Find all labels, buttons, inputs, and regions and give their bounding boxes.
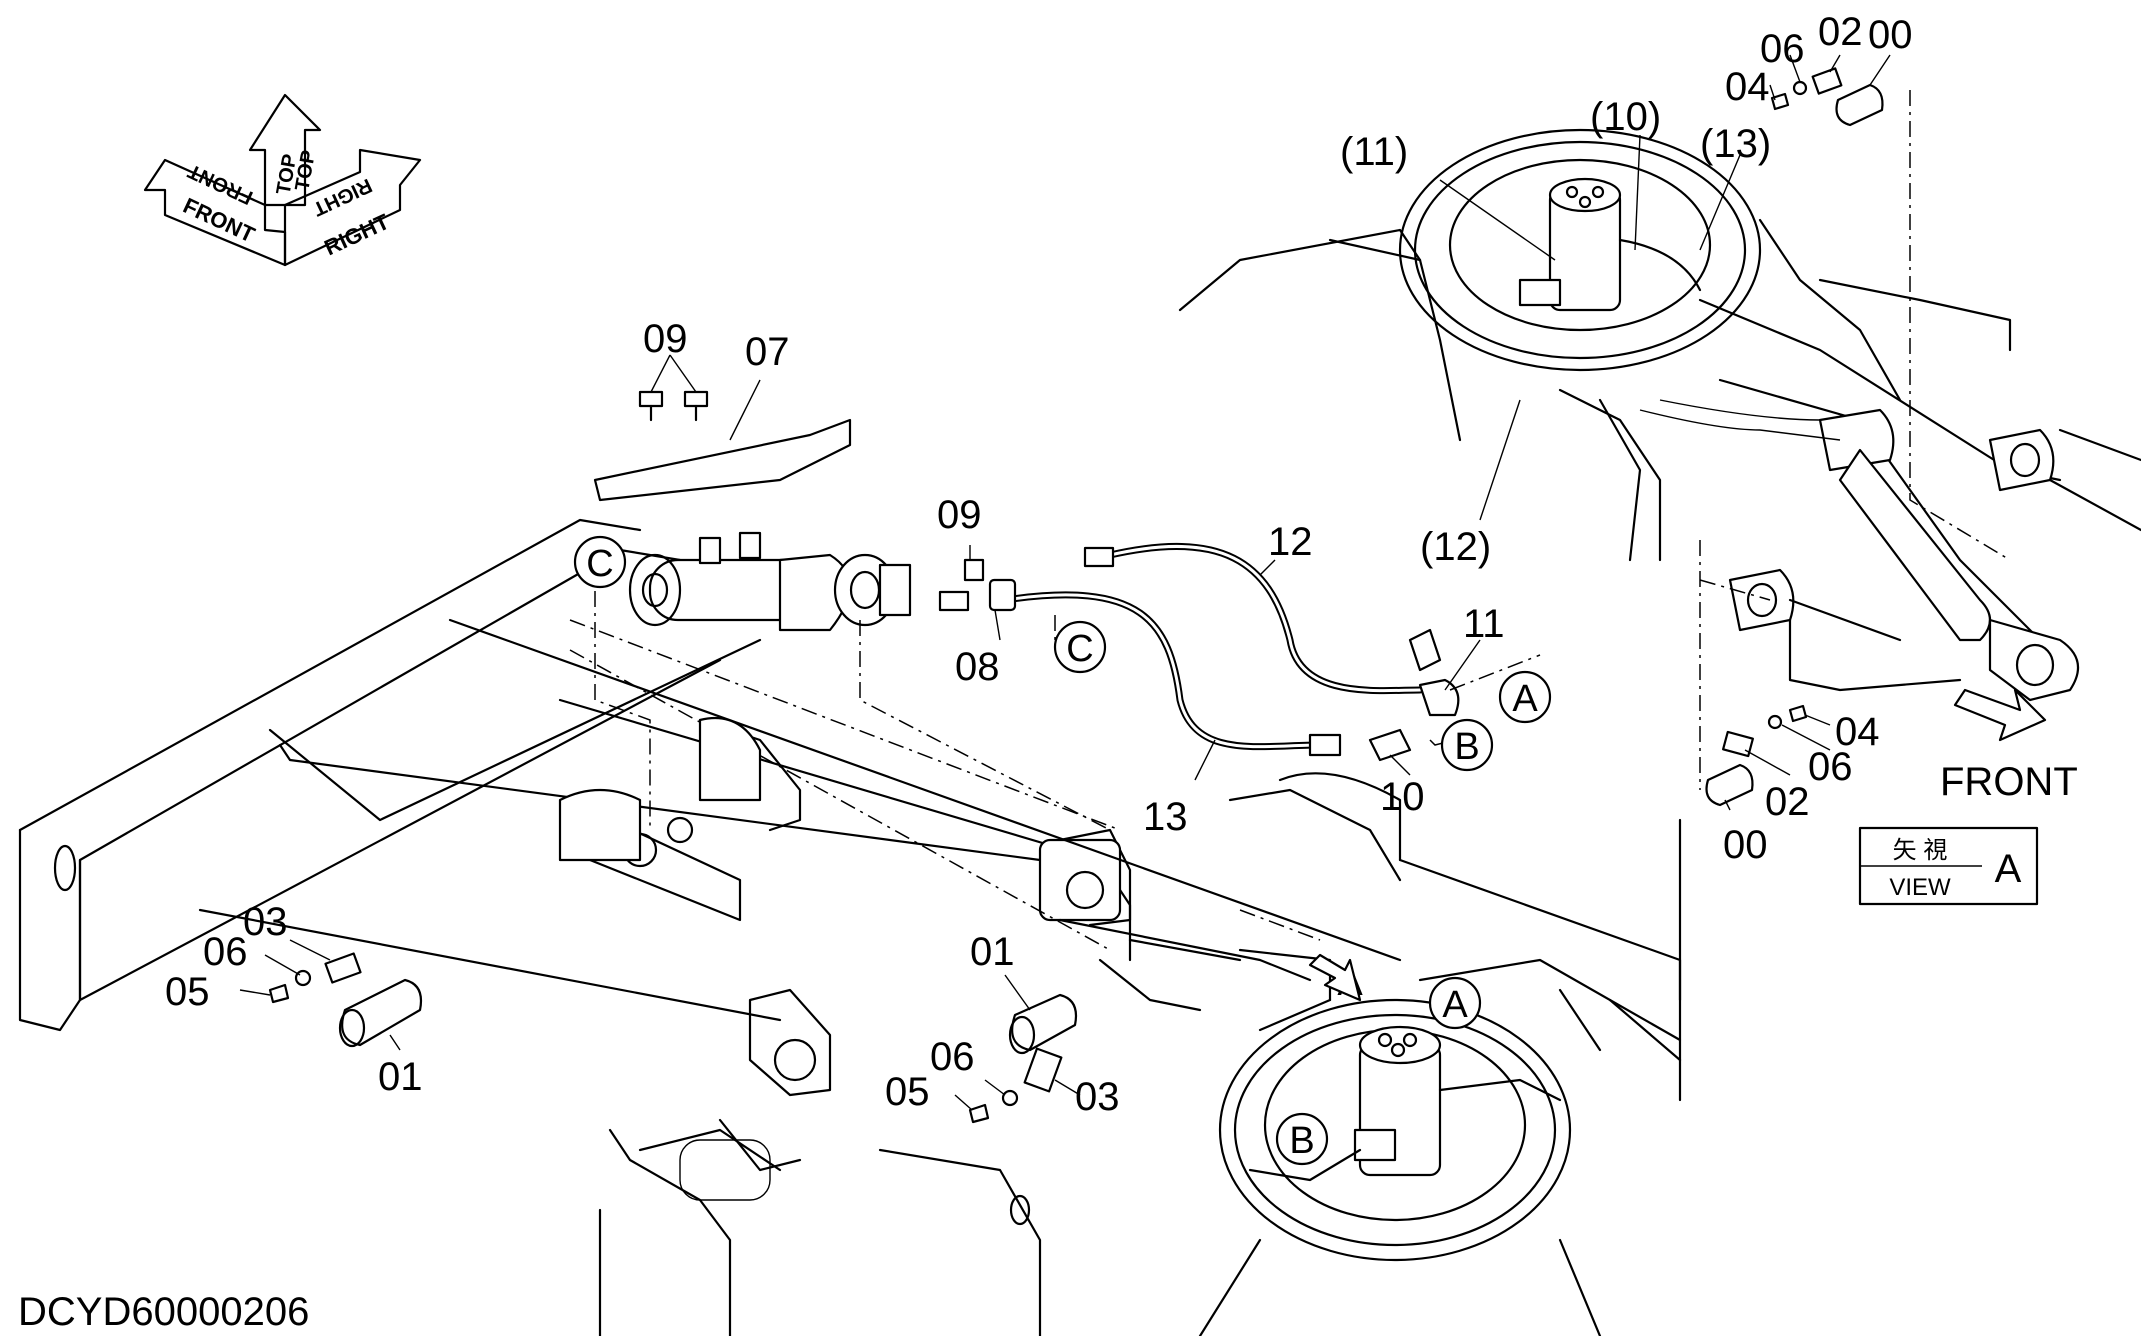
center-swing-assembly bbox=[598, 772, 1682, 1338]
cover-07 bbox=[593, 418, 852, 502]
washer-06-top bbox=[1792, 80, 1808, 96]
bolt-05-left bbox=[268, 983, 290, 1004]
callout-02-top: 02 bbox=[1818, 10, 1863, 54]
bolt-05-center bbox=[968, 1103, 990, 1124]
callout-10: 10 bbox=[1380, 775, 1425, 819]
plate-03-center bbox=[1023, 1047, 1063, 1093]
ref-circle-b-lower: B bbox=[1275, 1112, 1329, 1166]
callout-01-center: 01 bbox=[970, 930, 1015, 974]
bolt-04-top bbox=[1770, 92, 1790, 111]
washer-06-bottom bbox=[1767, 714, 1783, 730]
callout-09-top: 09 bbox=[643, 317, 688, 361]
washer-06-center bbox=[1001, 1089, 1019, 1107]
callout-04-top: 04 bbox=[1725, 65, 1770, 109]
view-arrow-icon bbox=[1308, 953, 1362, 1002]
plate-02-top bbox=[1811, 67, 1843, 95]
callout-00-bottom: 00 bbox=[1723, 823, 1768, 867]
svg-text:C: C bbox=[586, 543, 613, 585]
plate-03-left bbox=[324, 952, 362, 984]
callout-09-mid: 09 bbox=[937, 493, 982, 537]
view-marker-a: A bbox=[1308, 953, 1363, 1004]
ref-circle-c-right: C bbox=[1053, 620, 1107, 674]
callout-08: 08 bbox=[955, 645, 1000, 689]
callout-11: 11 bbox=[1463, 602, 1505, 646]
pin-group-center bbox=[968, 993, 1078, 1124]
view-box-letter: A bbox=[1995, 847, 2022, 891]
bolt-09-b bbox=[683, 390, 709, 422]
hose-13 bbox=[1001, 591, 1324, 751]
orientation-right-label: RIGHT bbox=[320, 209, 393, 261]
front-indicator-label: FRONT bbox=[1940, 760, 2078, 804]
callout-06-top: 06 bbox=[1760, 27, 1805, 71]
pin-group-left bbox=[268, 952, 423, 1048]
callout-01-left: 01 bbox=[378, 1055, 423, 1099]
pin-00-bottom bbox=[1705, 763, 1754, 807]
pin-01-left bbox=[341, 978, 423, 1047]
callout-06-center: 06 bbox=[930, 1035, 975, 1079]
drawing-code: DCYD60000206 bbox=[18, 1290, 309, 1334]
bolt-09-a bbox=[638, 390, 664, 422]
view-box-english: VIEW bbox=[1889, 874, 1951, 901]
callout-12-ref: (12) bbox=[1420, 525, 1491, 569]
callout-13-ref: (13) bbox=[1700, 122, 1771, 166]
washer-06-left bbox=[294, 969, 312, 987]
callout-06-left: 06 bbox=[203, 930, 248, 974]
bolt-04-bottom bbox=[1788, 704, 1808, 723]
part-callouts: 09 07 09 08 12 11 13 10 03 06 05 01 01 0… bbox=[165, 10, 1913, 1119]
fitting-13b bbox=[1308, 733, 1342, 757]
orientation-arrows-icon: FRONT FRONT TOP TOP RIGHT RIGHT bbox=[143, 93, 422, 267]
fitting-13a bbox=[938, 590, 970, 612]
callout-11-ref: (11) bbox=[1340, 130, 1408, 174]
svg-text:B: B bbox=[1454, 726, 1479, 768]
leader-lines bbox=[239, 54, 1891, 1111]
callout-13: 13 bbox=[1143, 795, 1188, 839]
callout-00-top: 00 bbox=[1868, 13, 1913, 57]
view-a-box: 矢 視 VIEW A bbox=[1858, 826, 2039, 906]
callout-10-ref: (10) bbox=[1590, 95, 1661, 139]
callout-03-center: 03 bbox=[1075, 1075, 1120, 1119]
ref-circle-a-lower: A bbox=[1428, 976, 1482, 1030]
hose-12 bbox=[1106, 542, 1424, 695]
callout-07: 07 bbox=[745, 330, 790, 374]
front-arrow-icon bbox=[1953, 688, 2047, 742]
ref-circle-b-upper: B bbox=[1440, 718, 1494, 772]
callout-04-bottom: 04 bbox=[1835, 710, 1880, 754]
view-box-japanese: 矢 視 bbox=[1893, 837, 1948, 864]
callout-05-center: 05 bbox=[885, 1070, 930, 1114]
pin-00-top bbox=[1835, 83, 1884, 127]
fitting-12a bbox=[1083, 546, 1115, 568]
callout-03-left: 03 bbox=[243, 900, 288, 944]
clamp-08 bbox=[988, 578, 1017, 612]
svg-text:A: A bbox=[1512, 678, 1538, 720]
hydraulic-cylinder-assembly bbox=[558, 390, 1111, 862]
fitting-10 bbox=[1368, 728, 1412, 762]
callout-06-bottom: 06 bbox=[1808, 745, 1853, 789]
svg-text:B: B bbox=[1289, 1120, 1314, 1162]
cylinder-view-a bbox=[1838, 448, 1992, 642]
pin-01-center bbox=[1011, 993, 1078, 1052]
callout-05-left: 05 bbox=[165, 970, 210, 1014]
callout-12: 12 bbox=[1268, 520, 1313, 564]
view-a-assembly bbox=[1178, 67, 2141, 807]
ref-circle-a-upper: A bbox=[1498, 670, 1552, 724]
elbow-11 bbox=[1418, 678, 1460, 717]
callout-02-bottom: 02 bbox=[1765, 780, 1810, 824]
svg-text:A: A bbox=[1442, 984, 1468, 1026]
svg-text:C: C bbox=[1066, 628, 1093, 670]
orientation-top-label-2: TOP bbox=[291, 148, 320, 192]
ref-circle-c-left: C bbox=[573, 535, 627, 589]
